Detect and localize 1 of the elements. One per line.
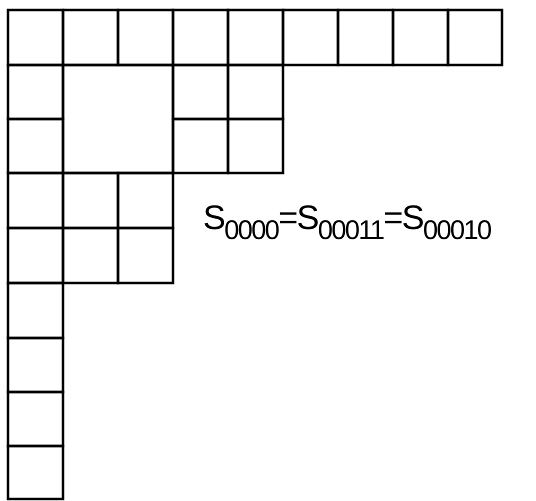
equation-label: S$_{0000}$=S$_{00011}$=S$_{00010}$ — [203, 198, 491, 246]
